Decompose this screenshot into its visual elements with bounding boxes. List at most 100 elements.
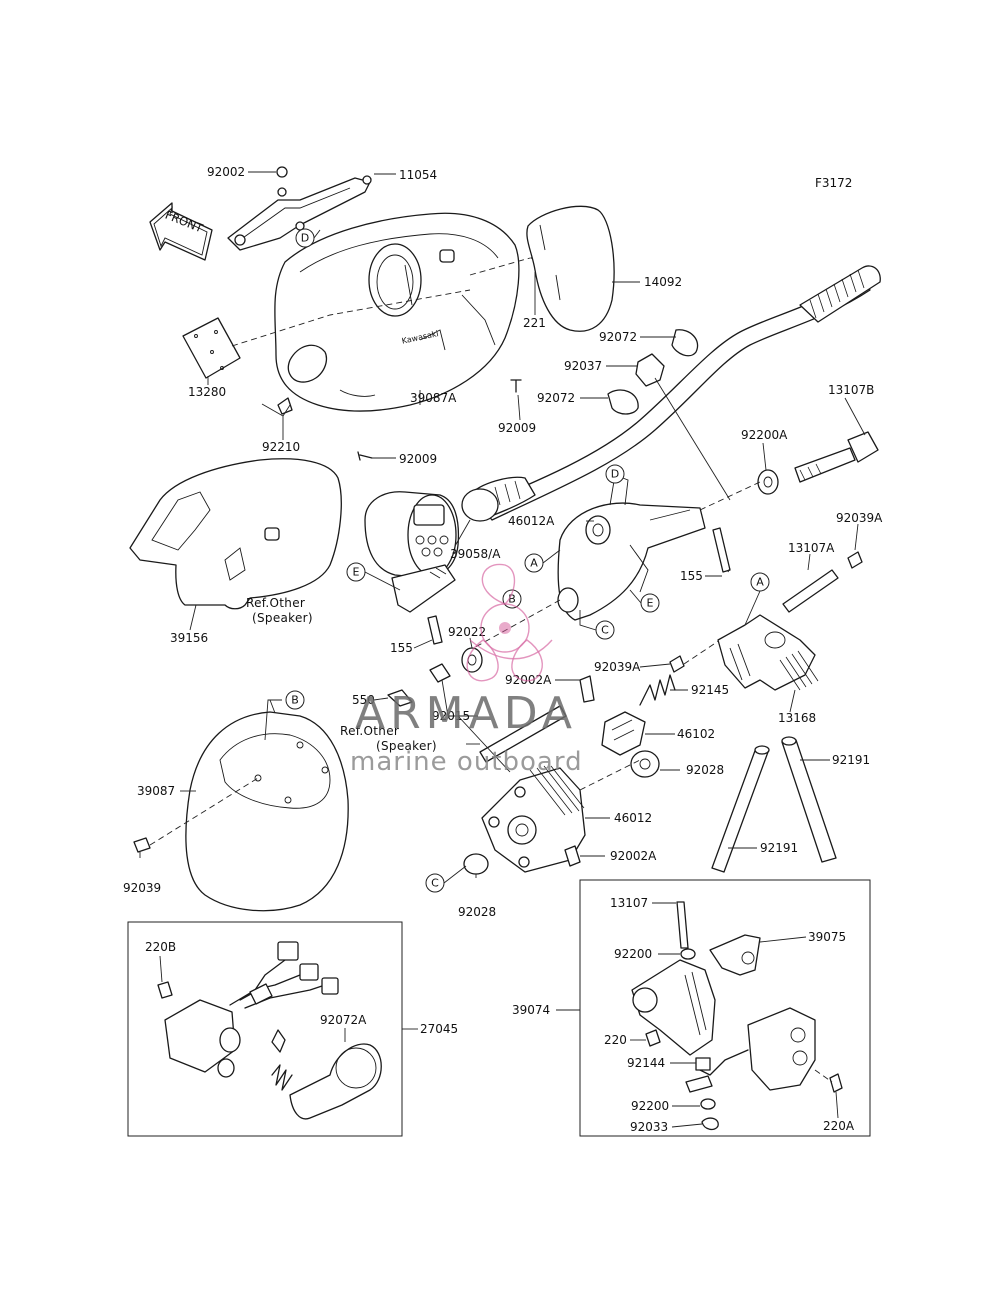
watermark-brand: ARMADA bbox=[355, 688, 577, 739]
svg-text:E: E bbox=[647, 597, 654, 610]
assembly-39074 bbox=[631, 901, 843, 1131]
part-labels: 92002 11054 14092 221 92072 92037 92072 … bbox=[123, 165, 883, 1134]
svg-text:A: A bbox=[756, 576, 764, 589]
label-39087: 39087 bbox=[137, 784, 175, 798]
clip-92210 bbox=[277, 397, 293, 415]
harness-27045 bbox=[157, 941, 382, 1120]
screw-92009-b bbox=[510, 379, 522, 393]
label-92002a-a: 92002A bbox=[505, 673, 552, 687]
panel-plate bbox=[182, 317, 241, 379]
svg-text:A: A bbox=[530, 557, 538, 570]
ref-circle-d-1: D bbox=[295, 228, 315, 248]
label-39087a: 39087A bbox=[410, 391, 457, 405]
bolt-155-a bbox=[712, 527, 731, 573]
screw-92039 bbox=[133, 837, 151, 853]
label-39075: 39075 bbox=[808, 930, 846, 944]
label-92039a-a: 92039A bbox=[836, 511, 883, 525]
box-39074 bbox=[579, 879, 871, 1137]
ref-speaker-1-line1: Ref.Other bbox=[246, 596, 305, 610]
washer-92028-b bbox=[463, 853, 489, 875]
label-92210: 92210 bbox=[262, 440, 300, 454]
front-arrow-icon: FRONT bbox=[149, 202, 213, 261]
label-92002: 92002 bbox=[207, 165, 245, 179]
band-clamp-b bbox=[607, 389, 639, 415]
label-220a: 220A bbox=[823, 1119, 855, 1133]
label-13107: 13107 bbox=[610, 896, 648, 910]
clamp-46012a bbox=[557, 474, 706, 621]
washer-92200a bbox=[757, 469, 779, 495]
label-220b: 220B bbox=[145, 940, 176, 954]
svg-text:E: E bbox=[353, 566, 360, 579]
watermark: ARMADA marine outboard bbox=[350, 563, 582, 777]
label-155-b: 155 bbox=[390, 641, 413, 655]
washer-92028-a bbox=[630, 750, 660, 778]
svg-text:B: B bbox=[291, 694, 299, 707]
label-13280: 13280 bbox=[188, 385, 226, 399]
label-92009-a: 92009 bbox=[498, 421, 536, 435]
leader-lines bbox=[139, 171, 866, 1128]
screw-92009-a bbox=[357, 451, 373, 461]
ref-circle-b-2: B bbox=[285, 690, 305, 710]
label-92039a-b: 92039A bbox=[594, 660, 641, 674]
label-39074: 39074 bbox=[512, 1003, 550, 1017]
ref-circle-d-2: D bbox=[605, 464, 625, 484]
band-clamp-a bbox=[671, 329, 699, 357]
label-39156: 39156 bbox=[170, 631, 208, 645]
label-92033: 92033 bbox=[630, 1120, 668, 1134]
label-46012a: 46012A bbox=[508, 514, 555, 528]
ref-speaker-1-line2: (Speaker) bbox=[252, 611, 313, 625]
switch-46102 bbox=[601, 711, 646, 756]
cover-14092 bbox=[526, 205, 615, 332]
label-92200a: 92200A bbox=[741, 428, 788, 442]
label-221: 221 bbox=[523, 316, 546, 330]
label-155-a: 155 bbox=[680, 569, 703, 583]
label-92002a-b: 92002A bbox=[610, 849, 657, 863]
label-92037: 92037 bbox=[564, 359, 602, 373]
housing-46012 bbox=[481, 765, 586, 873]
label-27045: 27045 bbox=[420, 1022, 458, 1036]
bolt-155-b bbox=[427, 615, 443, 645]
clip-550 bbox=[387, 689, 413, 707]
svg-text:C: C bbox=[601, 624, 609, 637]
ref-circle-c-2: C bbox=[425, 873, 445, 893]
screw-92039a-b bbox=[669, 655, 685, 673]
block-92037 bbox=[635, 353, 665, 387]
label-92144: 92144 bbox=[627, 1056, 665, 1070]
svg-text:C: C bbox=[431, 877, 439, 890]
label-92200-b: 92200 bbox=[631, 1099, 669, 1113]
pin-13107a bbox=[782, 569, 839, 613]
spring-92145 bbox=[639, 674, 676, 706]
label-92022: 92022 bbox=[448, 625, 486, 639]
label-92191-a: 92191 bbox=[832, 753, 870, 767]
label-92028-a: 92028 bbox=[686, 763, 724, 777]
lever-rod bbox=[479, 705, 567, 763]
label-39058a: 39058/A bbox=[450, 547, 501, 561]
ref-circle-e-2: E bbox=[640, 593, 660, 613]
label-220: 220 bbox=[604, 1033, 627, 1047]
label-92072-a: 92072 bbox=[599, 330, 637, 344]
top-bracket bbox=[227, 166, 372, 251]
label-46012: 46012 bbox=[614, 811, 652, 825]
figure-code: F3172 bbox=[815, 176, 852, 190]
bolt-92002a-b bbox=[564, 845, 581, 867]
svg-text:D: D bbox=[611, 468, 619, 481]
armada-logo-icon bbox=[466, 563, 553, 682]
bracket-13168 bbox=[717, 614, 819, 691]
label-13107a: 13107A bbox=[788, 541, 835, 555]
label-92191-b: 92191 bbox=[760, 841, 798, 855]
label-92039: 92039 bbox=[123, 881, 161, 895]
ref-speaker-2-line1: Ref.Other bbox=[340, 724, 399, 738]
ref-speaker-2-line2: (Speaker) bbox=[376, 739, 437, 753]
label-92145: 92145 bbox=[691, 683, 729, 697]
label-92072-b: 92072 bbox=[537, 391, 575, 405]
label-92072a: 92072A bbox=[320, 1013, 367, 1027]
cover-39087 bbox=[185, 711, 349, 912]
nut-92015 bbox=[429, 663, 451, 683]
speaker-unit bbox=[364, 491, 460, 613]
screw-92039a-a bbox=[847, 551, 863, 569]
handlebar bbox=[461, 265, 881, 522]
ref-circle-a-2: A bbox=[750, 572, 770, 592]
label-92200-a: 92200 bbox=[614, 947, 652, 961]
